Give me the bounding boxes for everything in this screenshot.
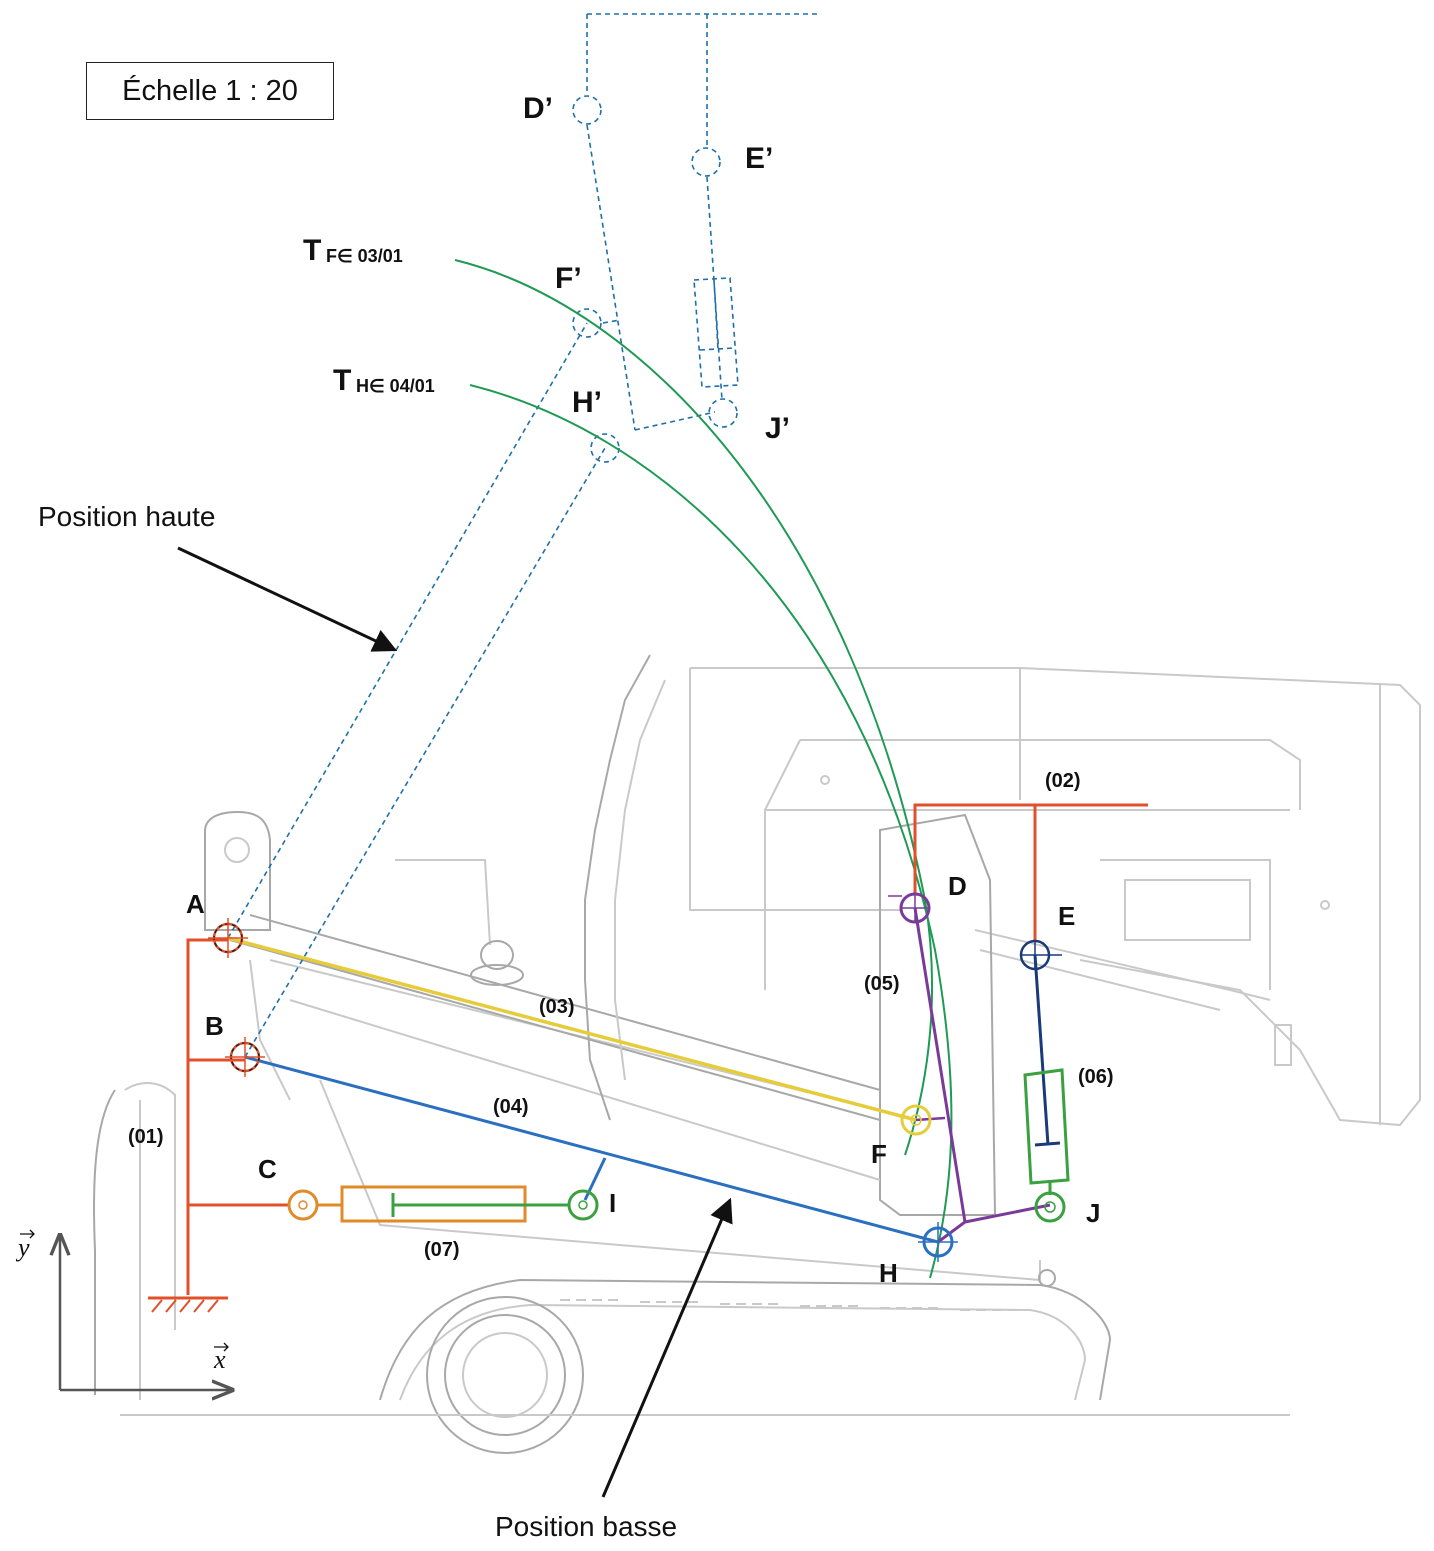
jack-06 <box>1023 954 1070 1195</box>
label-tf-main: T <box>303 234 321 267</box>
arm-04-dashed <box>244 447 606 1058</box>
arm-03 <box>227 936 917 1122</box>
jack-dashed-body <box>693 277 739 388</box>
trajectories <box>454 259 953 1279</box>
joint-f-prime <box>572 308 602 338</box>
link-dashed-d-f <box>586 124 636 431</box>
label-h: H <box>879 1258 898 1288</box>
label-i: I <box>609 1188 616 1218</box>
frame-01 <box>148 938 290 1313</box>
label-b: B <box>205 1011 224 1041</box>
label-d: D <box>948 871 967 901</box>
trajectory-f <box>454 259 934 1156</box>
label-d-prime: D’ <box>523 92 553 125</box>
joint-e <box>1019 939 1062 971</box>
joints <box>208 892 1066 1262</box>
y-vector-arrow <box>20 1229 35 1239</box>
label-th-main: T <box>333 364 351 397</box>
trajectory-h <box>469 384 953 1279</box>
jack-dashed-inner <box>699 279 735 351</box>
high-position-outline <box>227 13 820 1058</box>
jack-07 <box>318 1185 568 1223</box>
arrow-position-haute <box>177 546 398 652</box>
y-axis-label: y <box>15 1233 30 1262</box>
arm-04 <box>244 1055 939 1244</box>
joint-f <box>900 1104 932 1136</box>
joint-a <box>208 918 248 958</box>
joint-h-prime <box>590 433 620 463</box>
upper-frame-dashed <box>586 13 820 148</box>
x-vector-arrow <box>214 1342 229 1352</box>
label-tf-sub: F∈ 03/01 <box>326 246 403 266</box>
jack-dashed-e-j <box>706 176 723 401</box>
joint-i <box>567 1189 599 1221</box>
label-part-01: (01) <box>128 1126 164 1148</box>
x-axis-label: x <box>213 1345 226 1374</box>
joint-d-prime <box>572 95 602 125</box>
link-dashed-j-tab <box>634 411 716 431</box>
label-a: A <box>186 889 205 919</box>
joint-h <box>918 1222 958 1262</box>
label-position-basse: Position basse <box>495 1511 677 1542</box>
machine-background <box>93 654 1421 1454</box>
arm-03-dashed <box>227 322 588 939</box>
label-h-prime: H’ <box>572 386 602 419</box>
label-c: C <box>258 1154 277 1184</box>
arm-04-bracket <box>583 1157 607 1201</box>
label-part-07: (07) <box>424 1239 460 1261</box>
joint-c <box>287 1189 319 1221</box>
joint-e-prime <box>691 147 721 177</box>
joint-j-prime <box>708 398 738 428</box>
axes: y x <box>15 1229 232 1390</box>
label-e-prime: E’ <box>745 142 773 175</box>
label-f-prime: F’ <box>555 262 582 295</box>
label-j-prime: J’ <box>765 412 790 445</box>
arrow-position-basse <box>601 1197 733 1498</box>
label-f: F <box>871 1139 887 1169</box>
label-j: J <box>1086 1198 1100 1228</box>
label-part-04: (04) <box>493 1096 529 1118</box>
label-part-03: (03) <box>539 996 575 1018</box>
scale-label: Échelle 1 : 20 <box>86 62 334 120</box>
label-e: E <box>1058 901 1075 931</box>
frame-02 <box>913 803 1148 940</box>
joint-b <box>225 1037 265 1077</box>
label-th-sub: H∈ 04/01 <box>356 376 435 396</box>
joint-d <box>888 892 931 924</box>
labels: Position haute Position basse D’ E’ F’ H… <box>38 92 1114 1542</box>
link-dashed-f-tab <box>602 319 621 324</box>
label-position-haute: Position haute <box>38 501 215 532</box>
joint-j <box>1034 1191 1066 1223</box>
label-part-05: (05) <box>864 973 900 995</box>
label-part-06: (06) <box>1078 1066 1114 1088</box>
label-part-02: (02) <box>1045 770 1081 792</box>
